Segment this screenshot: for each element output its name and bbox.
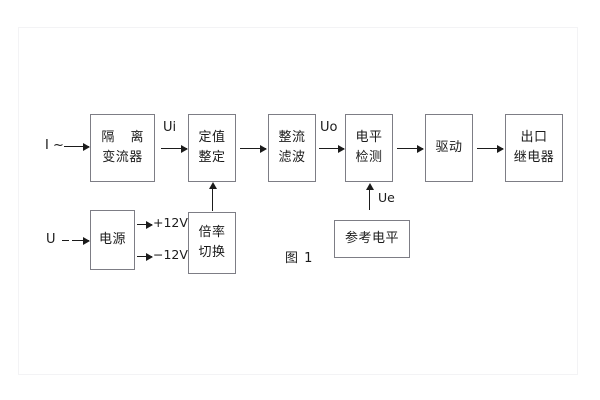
lead-voltage-stub <box>62 240 69 241</box>
input-current-label: I ~ <box>45 138 64 153</box>
arrow-rail-negative <box>137 252 153 261</box>
block-isolation-transformer-line2: 变流器 <box>102 150 143 165</box>
block-output-relay-line1: 出口 <box>520 129 548 145</box>
block-driver[interactable]: 驱动 <box>425 114 473 182</box>
arrow-reference-to-level <box>365 183 374 210</box>
arrow-isolation-to-setting <box>161 144 188 153</box>
block-setting-value-line1: 定值 <box>198 129 226 145</box>
signal-label-ue: Ue <box>378 190 395 205</box>
rail-label-positive: +12V <box>153 215 188 230</box>
block-rectify-filter[interactable]: 整流 滤波 <box>268 114 316 182</box>
block-power-supply-line1: 电源 <box>98 231 126 247</box>
block-isolation-transformer[interactable]: 隔 离 变流器 <box>90 114 155 182</box>
arrow-multiplier-to-setting <box>208 182 217 211</box>
block-output-relay-line2: 继电器 <box>513 150 555 165</box>
block-multiplier-switch-line1: 倍率 <box>198 224 226 240</box>
block-multiplier-switch[interactable]: 倍率 切换 <box>188 212 236 274</box>
block-multiplier-switch-line2: 切换 <box>198 245 226 260</box>
arrow-level-to-driver <box>397 144 424 153</box>
signal-label-ui: Ui <box>163 120 177 135</box>
block-level-detection[interactable]: 电平 检测 <box>345 114 393 182</box>
rail-label-negative: −12V <box>153 247 188 262</box>
block-level-detection-line1: 电平 <box>355 129 383 145</box>
arrow-driver-to-relay <box>477 144 504 153</box>
block-isolation-transformer-line1: 隔 离 <box>101 129 150 145</box>
block-power-supply[interactable]: 电源 <box>90 210 135 270</box>
arrow-rail-positive <box>137 220 153 229</box>
block-rectify-filter-line2: 滤波 <box>278 150 306 165</box>
block-setting-value[interactable]: 定值 整定 <box>188 114 236 182</box>
block-reference-level[interactable]: 参考电平 <box>334 220 410 258</box>
figure-caption: 图 1 <box>285 251 314 266</box>
signal-label-uo: Uo <box>320 120 338 135</box>
block-reference-level-line1: 参考电平 <box>344 230 399 246</box>
arrow-current-to-isolation <box>64 142 90 151</box>
block-level-detection-line2: 检测 <box>355 150 383 165</box>
figure-frame <box>18 27 578 375</box>
block-driver-line1: 驱动 <box>435 139 463 155</box>
block-rectify-filter-line1: 整流 <box>278 129 306 145</box>
block-setting-value-line2: 整定 <box>198 150 226 165</box>
block-output-relay[interactable]: 出口 继电器 <box>505 114 563 182</box>
arrow-setting-to-rectify <box>240 144 267 153</box>
arrow-voltage-to-power <box>72 236 90 245</box>
arrow-rectify-to-level <box>319 144 345 153</box>
input-voltage-label: U <box>46 232 56 247</box>
